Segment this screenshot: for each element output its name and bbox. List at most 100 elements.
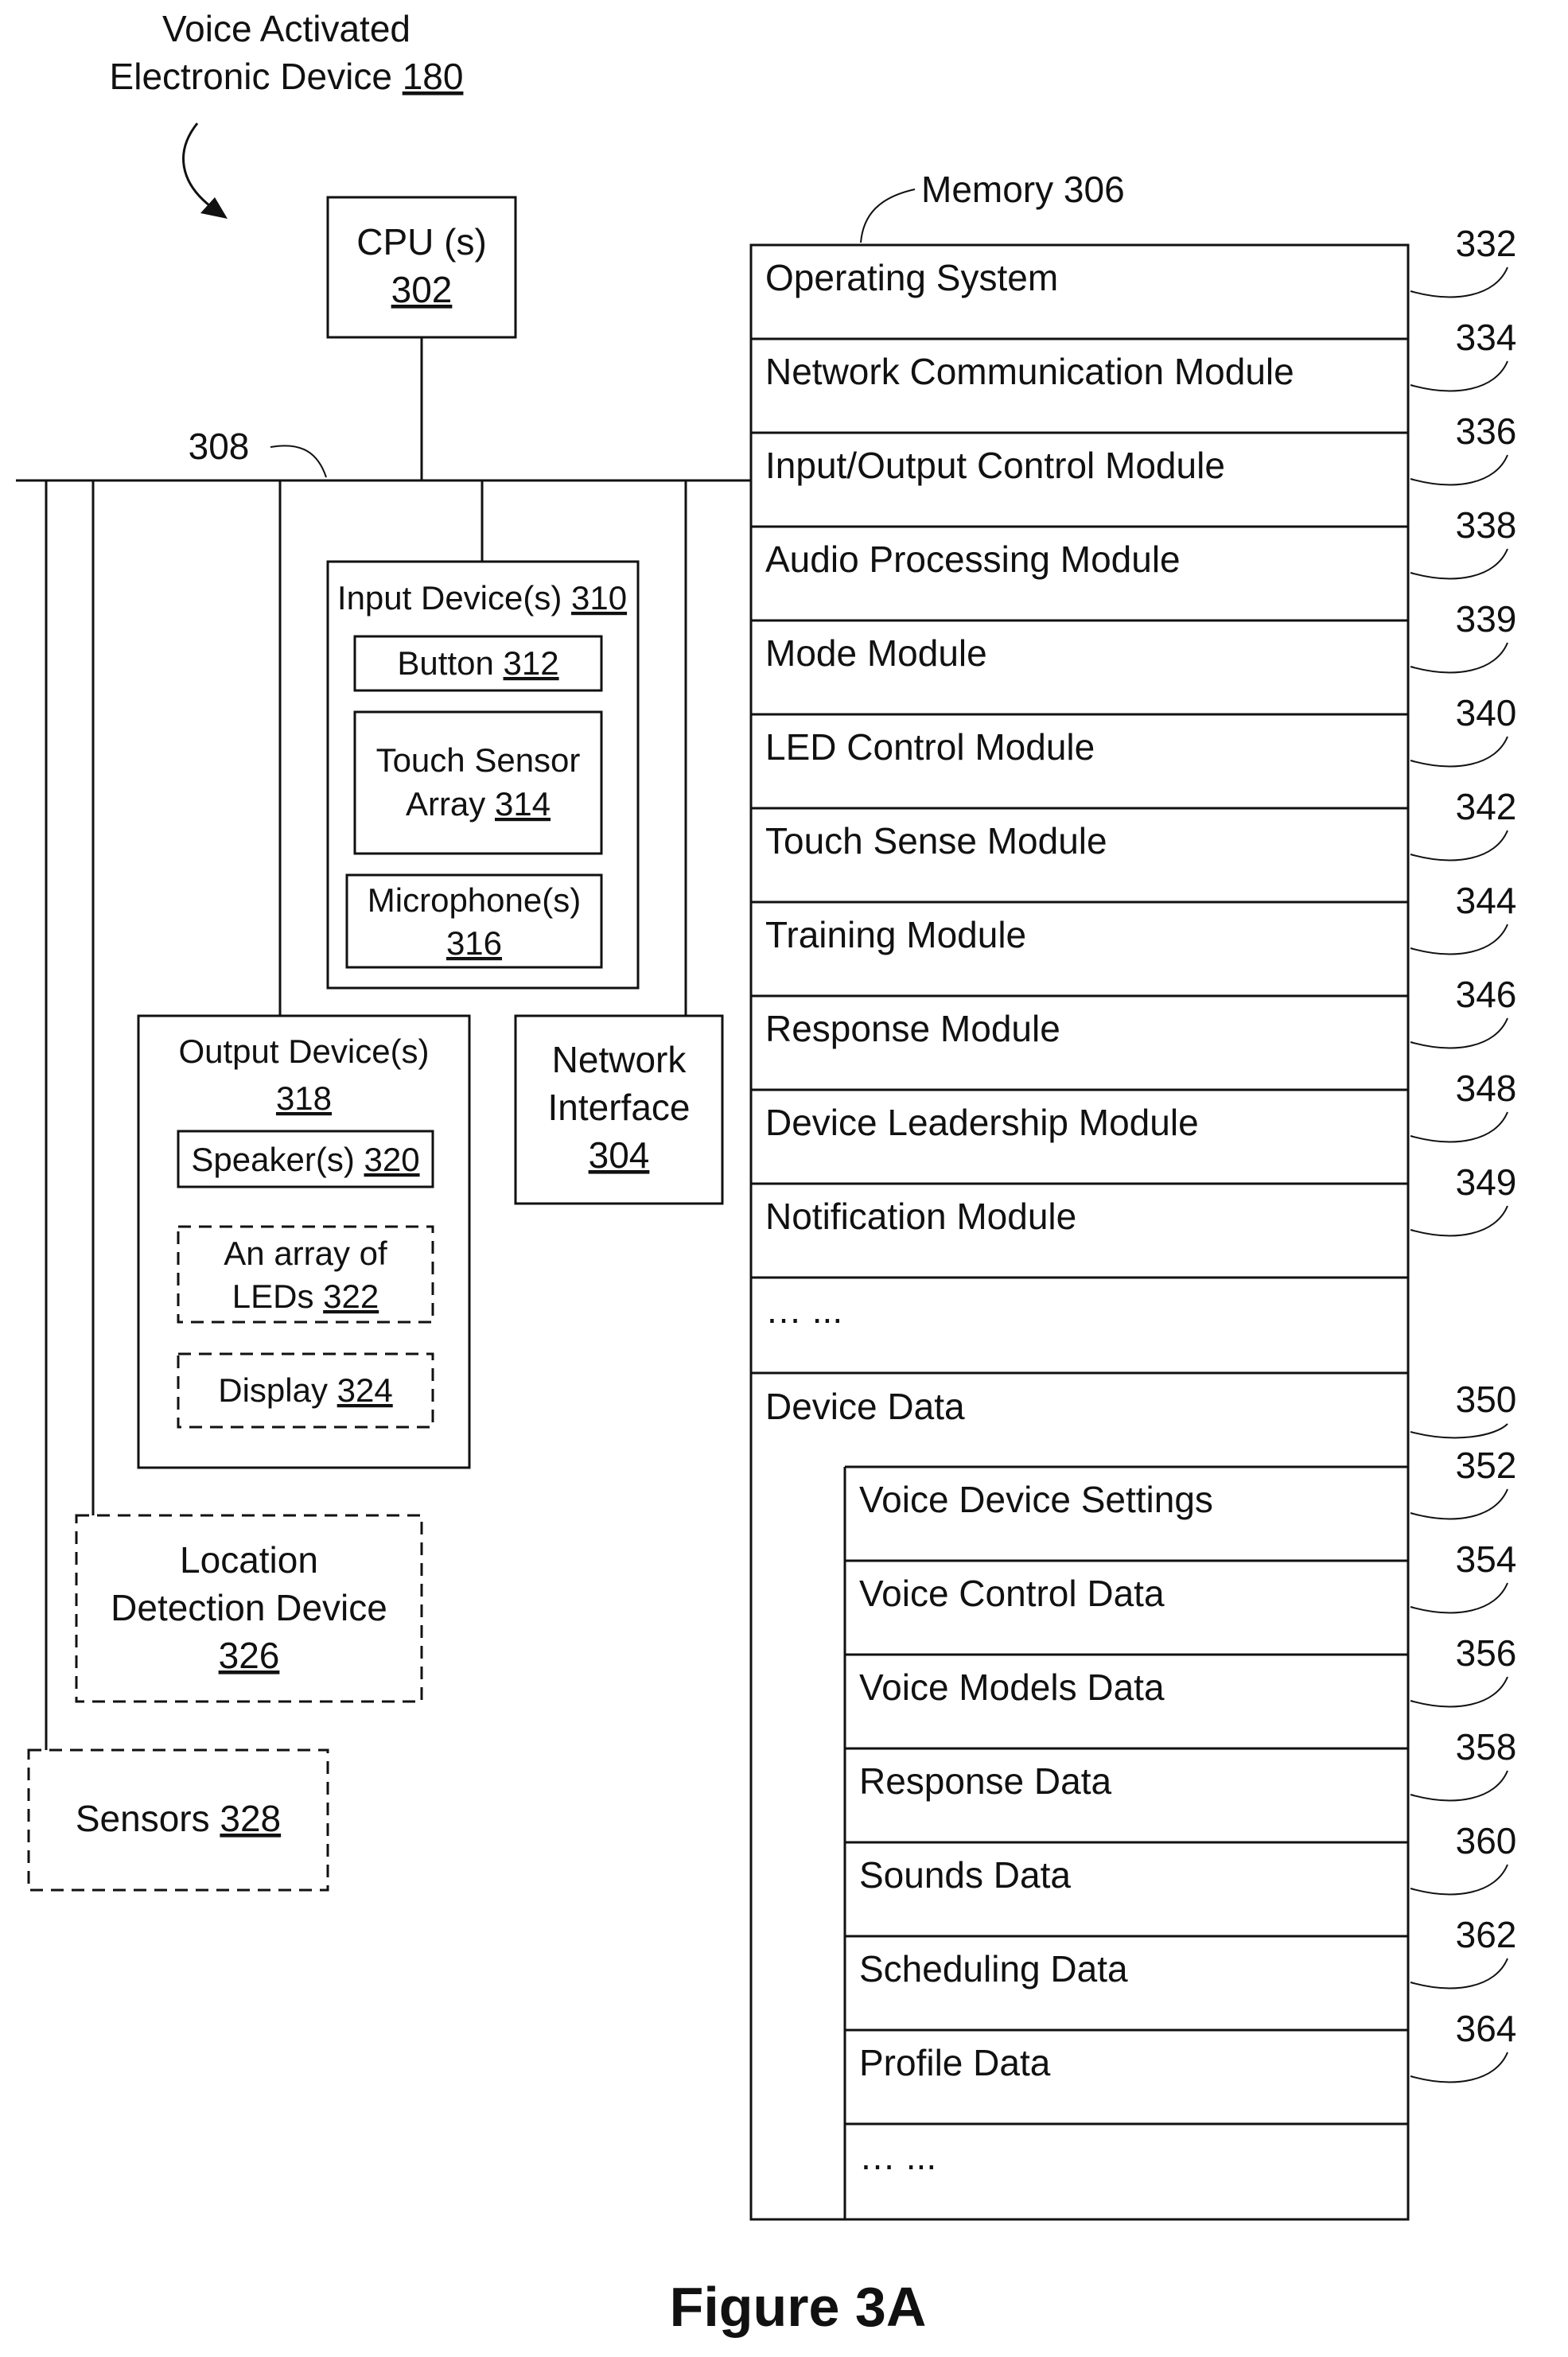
device-data-item-ref-leader — [1410, 1489, 1508, 1519]
microphone-label: Microphone(s) — [368, 881, 581, 919]
led-array-line1: An array of — [224, 1235, 387, 1272]
bus-ref: 308 — [189, 426, 250, 467]
device-data-item-label: Voice Device Settings — [859, 1479, 1213, 1520]
touch-sensor-line2: Array 314 — [406, 785, 551, 823]
memory-module-ref: 332 — [1456, 223, 1517, 264]
memory-module-label: Notification Module — [765, 1196, 1076, 1237]
device-data-item-label: Profile Data — [859, 2042, 1051, 2083]
input-devices-ref: 310 — [571, 579, 627, 616]
sensors-text: Sensors — [76, 1798, 210, 1839]
device-data-item-ref: 354 — [1456, 1538, 1517, 1580]
display-label: Display 324 — [218, 1371, 392, 1409]
location-line2: Detection Device — [111, 1587, 387, 1628]
speaker-label: Speaker(s) 320 — [191, 1141, 419, 1178]
memory-module-label: Network Communication Module — [765, 351, 1294, 392]
device-data-item-label: Voice Control Data — [859, 1573, 1165, 1614]
device-data-item-ref: 352 — [1456, 1445, 1517, 1486]
bus-ref-leader — [270, 445, 326, 477]
memory-module-label: Response Module — [765, 1008, 1060, 1049]
touch-sensor-line1: Touch Sensor — [376, 741, 581, 779]
memory-module-label: … ... — [765, 1289, 842, 1331]
device-data-item-ref: 358 — [1456, 1726, 1517, 1768]
led-array-ref: 322 — [323, 1278, 379, 1315]
button-label: Button 312 — [397, 644, 558, 682]
touch-sensor-box — [355, 712, 601, 854]
cpu-box — [328, 197, 516, 337]
device-data-item-label: Voice Models Data — [859, 1667, 1165, 1708]
memory-module-ref-leader — [1410, 1112, 1508, 1142]
input-devices-label: Input Device(s) 310 — [337, 579, 627, 616]
memory-module-ref-leader — [1410, 1018, 1508, 1048]
device-data-item-ref-leader — [1410, 2052, 1508, 2082]
device-data-item-ref-leader — [1410, 1865, 1508, 1894]
device-data-item-ref: 360 — [1456, 1820, 1517, 1861]
device-data-item-ref-leader — [1410, 1958, 1508, 1988]
display-text: Display — [218, 1371, 328, 1409]
memory-module-ref-leader — [1410, 737, 1508, 766]
speaker-ref: 320 — [364, 1141, 420, 1178]
device-arrow — [184, 123, 213, 208]
location-line1: Location — [180, 1539, 318, 1581]
output-devices-ref: 318 — [276, 1079, 332, 1117]
device-data-item-label: Response Data — [859, 1760, 1111, 1802]
network-interface-ref: 304 — [589, 1134, 650, 1176]
device-data-item-ref-leader — [1410, 1677, 1508, 1706]
memory-module-label: Device Leadership Module — [765, 1102, 1199, 1143]
device-data-item-label: … ... — [859, 2136, 936, 2177]
cpu-ref: 302 — [391, 269, 453, 310]
memory-module-label: LED Control Module — [765, 726, 1095, 768]
network-interface-line1: Network — [552, 1039, 687, 1080]
microphone-ref: 316 — [446, 924, 502, 962]
sensors-label: Sensors 328 — [76, 1798, 281, 1839]
memory-module-ref-leader — [1410, 549, 1508, 578]
memory-module-ref: 342 — [1456, 786, 1517, 827]
memory-module-ref-leader — [1410, 455, 1508, 484]
device-data-item-label: Scheduling Data — [859, 1948, 1128, 1989]
device-data-label: Device Data — [765, 1386, 965, 1427]
device-data-ref: 350 — [1456, 1379, 1517, 1420]
output-devices-label: Output Device(s) — [178, 1033, 429, 1070]
device-data-item-ref-leader — [1410, 1771, 1508, 1800]
figure-caption: Figure 3A — [670, 2276, 927, 2338]
device-data-item-ref: 364 — [1456, 2008, 1517, 2049]
device-data-item-ref-leader — [1410, 1583, 1508, 1612]
memory-module-ref-leader — [1410, 924, 1508, 954]
device-ref: 180 — [403, 56, 464, 97]
memory-module-ref: 339 — [1456, 598, 1517, 640]
device-data-ref-leader — [1410, 1424, 1508, 1437]
speaker-text: Speaker(s) — [191, 1141, 354, 1178]
cpu-label: CPU (s) — [356, 221, 487, 263]
memory-module-ref-leader — [1410, 361, 1508, 391]
memory-module-ref: 349 — [1456, 1161, 1517, 1203]
memory-module-label: Mode Module — [765, 632, 987, 674]
location-ref: 326 — [219, 1635, 280, 1676]
button-text: Button — [397, 644, 493, 682]
memory-module-ref: 340 — [1456, 692, 1517, 733]
device-data-item-ref: 356 — [1456, 1632, 1517, 1674]
display-ref: 324 — [337, 1371, 393, 1409]
memory-label-leader — [861, 189, 915, 243]
memory-module-label: Touch Sense Module — [765, 820, 1107, 862]
network-interface-line2: Interface — [548, 1087, 691, 1128]
memory-module-ref: 334 — [1456, 317, 1517, 358]
button-ref: 312 — [504, 644, 559, 682]
memory-module-label: Input/Output Control Module — [765, 445, 1225, 486]
touch-sensor-text: Array — [406, 785, 485, 823]
led-array-line2: LEDs 322 — [232, 1278, 379, 1315]
device-data-item-ref: 362 — [1456, 1914, 1517, 1955]
led-array-text: LEDs — [232, 1278, 314, 1315]
memory-module-ref: 346 — [1456, 974, 1517, 1015]
memory-block: Operating System 332Network Communication… — [751, 223, 1516, 2219]
memory-module-ref-leader — [1410, 1206, 1508, 1235]
input-devices-text: Input Device(s) — [337, 579, 562, 616]
device-data-item-label: Sounds Data — [859, 1854, 1071, 1896]
memory-module-label: Training Module — [765, 914, 1026, 955]
device-title-line2: Electronic Device 180 — [110, 56, 464, 97]
memory-module-ref: 348 — [1456, 1068, 1517, 1109]
memory-module-ref: 336 — [1456, 410, 1517, 452]
memory-module-ref: 338 — [1456, 504, 1517, 546]
touch-sensor-ref: 314 — [495, 785, 551, 823]
memory-module-label: Audio Processing Module — [765, 539, 1181, 580]
memory-module-label: Operating System — [765, 257, 1058, 298]
